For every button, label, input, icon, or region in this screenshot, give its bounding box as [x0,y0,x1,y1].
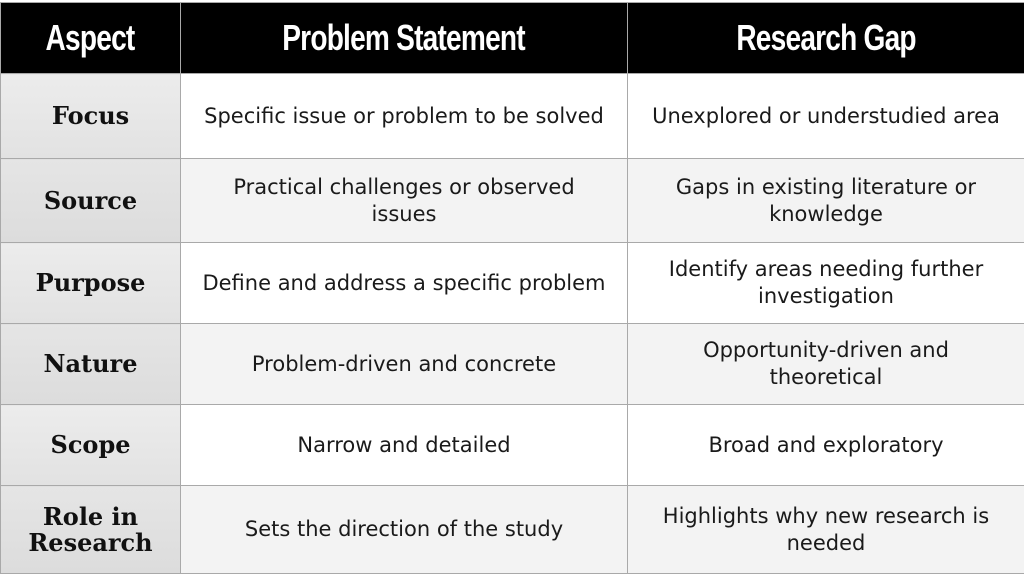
header-aspect: Aspect [0,2,181,74]
research-gap-cell: Opportunity-driven and theoretical [627,323,1024,405]
table-row: Purpose Define and address a specific pr… [0,242,1024,324]
header-research-gap: Research Gap [627,2,1024,74]
table-row: Role in Research Sets the direction of t… [0,485,1024,574]
table-row: Scope Narrow and detailed Broad and expl… [0,404,1024,486]
aspect-cell: Nature [0,323,181,405]
aspect-cell: Source [0,158,181,243]
problem-statement-cell: Narrow and detailed [180,404,628,486]
table-row: Nature Problem-driven and concrete Oppor… [0,323,1024,405]
research-gap-cell: Broad and exploratory [627,404,1024,486]
problem-statement-cell: Specific issue or problem to be solved [180,73,628,159]
problem-statement-cell: Sets the direction of the study [180,485,628,574]
table-row: Focus Specific issue or problem to be so… [0,73,1024,159]
research-gap-cell: Gaps in existing literature or knowledge [627,158,1024,243]
header-problem-statement: Problem Statement [180,2,628,74]
problem-statement-cell: Define and address a specific problem [180,242,628,324]
aspect-cell: Scope [0,404,181,486]
aspect-cell: Focus [0,73,181,159]
research-gap-cell: Highlights why new research is needed [627,485,1024,574]
table-row: Source Practical challenges or observed … [0,158,1024,243]
header-row: Aspect Problem Statement Research Gap [0,2,1024,74]
problem-statement-cell: Practical challenges or observed issues [180,158,628,243]
aspect-cell: Role in Research [0,485,181,574]
research-gap-cell: Identify areas needing further investiga… [627,242,1024,324]
problem-statement-cell: Problem-driven and concrete [180,323,628,405]
aspect-cell: Purpose [0,242,181,324]
research-gap-cell: Unexplored or understudied area [627,73,1024,159]
